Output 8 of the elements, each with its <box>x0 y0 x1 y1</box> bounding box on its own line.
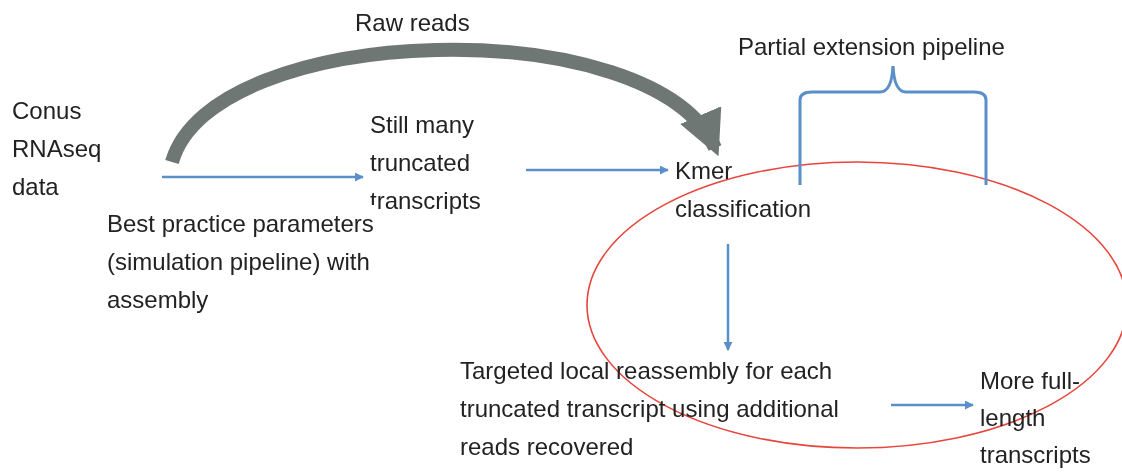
arrow <box>891 400 974 410</box>
node-text: Kmer classification <box>675 152 850 228</box>
arrow <box>162 172 364 182</box>
node-text: Targeted local reassembly for each truncated transcript using additional reads recovered <box>460 352 885 466</box>
arrow <box>526 165 669 175</box>
node-text: Conus RNAseq data <box>12 92 147 206</box>
arrow <box>165 43 721 166</box>
arrow <box>723 244 733 351</box>
